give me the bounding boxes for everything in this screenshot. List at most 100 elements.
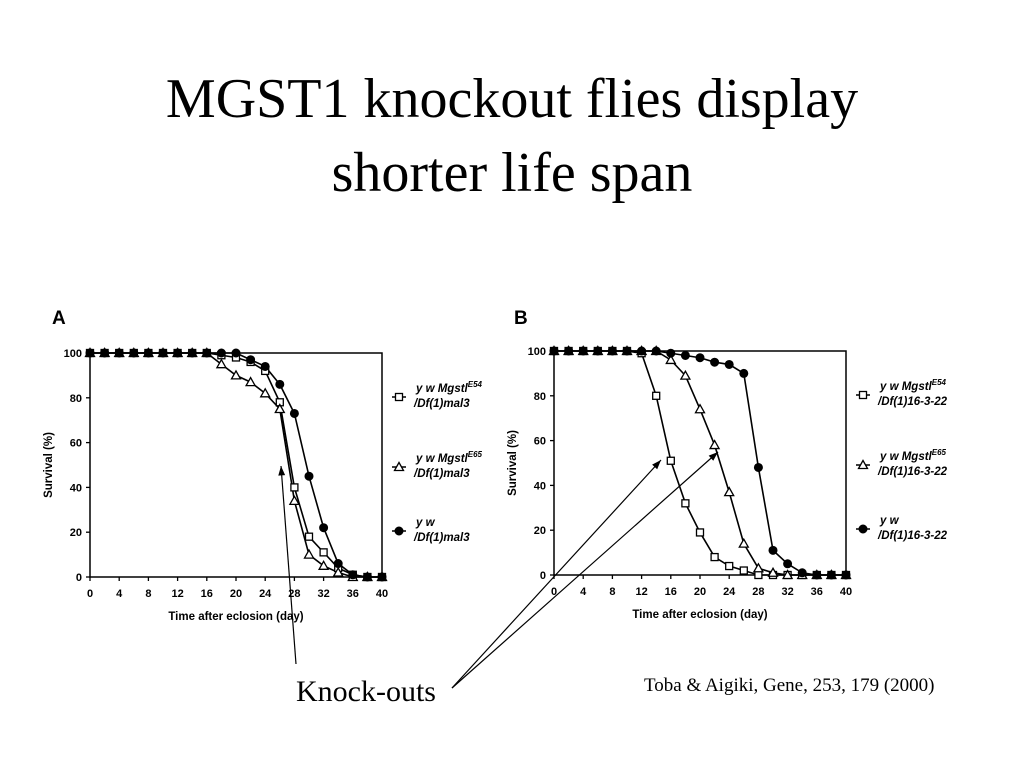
data-point-a-e54 bbox=[304, 532, 314, 541]
x-tick-label-a: 40 bbox=[376, 588, 388, 600]
data-point-b-control bbox=[841, 570, 851, 580]
legend-square-marker-b bbox=[858, 390, 868, 400]
data-point-b-control bbox=[695, 353, 705, 363]
data-point-b-e65 bbox=[679, 369, 692, 380]
x-tick-label-a: 24 bbox=[259, 588, 272, 600]
data-point-b-control bbox=[812, 570, 822, 580]
y-tick-label-b: 0 bbox=[540, 570, 546, 582]
legend-deficiency-b-control: /Df(1)16-3-22 bbox=[877, 530, 948, 542]
annotation-arrowhead bbox=[652, 460, 661, 470]
legend-genotype-a-control: y w bbox=[415, 517, 436, 529]
data-point-b-e54 bbox=[681, 499, 690, 508]
data-point-b-control bbox=[739, 368, 749, 378]
data-point-b-e65 bbox=[781, 569, 794, 580]
data-point-b-e65 bbox=[708, 439, 721, 450]
data-point-a-control bbox=[114, 348, 124, 358]
annotation-arrow-line bbox=[451, 451, 719, 689]
legend-triangle-marker-b bbox=[857, 459, 869, 470]
data-point-b-control bbox=[797, 568, 807, 578]
x-tick-label-b: 16 bbox=[665, 586, 677, 598]
data-point-b-control bbox=[710, 357, 720, 367]
data-point-b-e54 bbox=[666, 456, 675, 465]
x-tick-label-a: 36 bbox=[347, 588, 359, 600]
legend-genotype-b-control: y w bbox=[879, 515, 900, 527]
data-point-a-control bbox=[377, 572, 387, 582]
x-tick-label-b: 12 bbox=[635, 586, 647, 598]
x-tick-label-a: 4 bbox=[116, 588, 123, 600]
data-point-a-control bbox=[129, 348, 139, 358]
plot-frame-a bbox=[89, 352, 383, 578]
x-tick-label-a: 16 bbox=[201, 588, 213, 600]
data-point-b-control bbox=[578, 346, 588, 356]
data-point-b-control bbox=[666, 348, 676, 358]
x-axis-label-b: Time after eclosion (day) bbox=[632, 609, 767, 621]
x-tick-label-b: 36 bbox=[811, 586, 823, 598]
data-point-b-control bbox=[549, 346, 559, 356]
legend-deficiency-a-e54: /Df(1)mal3 bbox=[413, 398, 470, 410]
data-point-b-e65 bbox=[752, 562, 765, 573]
legend-allele-superscript-b-e54: E54 bbox=[932, 378, 947, 387]
data-point-a-control bbox=[216, 348, 226, 358]
x-tick-label-a: 12 bbox=[171, 588, 183, 600]
data-point-a-control bbox=[202, 348, 212, 358]
y-tick-label-b: 60 bbox=[534, 436, 546, 448]
series-line-b-e54 bbox=[554, 350, 846, 576]
data-point-a-control bbox=[304, 471, 314, 481]
legend-allele-superscript-a-e54: E54 bbox=[468, 380, 483, 389]
legend-circle-marker-b bbox=[858, 524, 868, 534]
x-tick-label-b: 8 bbox=[609, 586, 615, 598]
y-tick-label-b: 100 bbox=[528, 346, 546, 358]
y-tick-label-b: 80 bbox=[534, 391, 546, 403]
data-point-a-e65 bbox=[215, 358, 228, 369]
x-tick-label-b: 32 bbox=[781, 586, 793, 598]
data-point-a-e65 bbox=[230, 369, 242, 380]
annotation-arrowhead bbox=[278, 466, 286, 476]
citation: Toba & Aigiki, Gene, 253, 179 (2000) bbox=[644, 675, 935, 696]
data-point-a-control bbox=[260, 361, 270, 371]
data-point-b-e54 bbox=[725, 561, 734, 571]
data-point-b-e54 bbox=[739, 566, 748, 575]
data-point-a-control bbox=[333, 559, 343, 569]
data-point-b-control bbox=[753, 462, 763, 472]
data-point-b-e65 bbox=[723, 486, 735, 497]
data-point-a-control bbox=[143, 348, 153, 358]
y-tick-label-a: 20 bbox=[70, 527, 82, 539]
data-point-b-e54 bbox=[652, 391, 661, 400]
y-axis-label-b: Survival (%) bbox=[507, 430, 519, 496]
data-point-b-e54 bbox=[710, 552, 719, 562]
x-tick-label-b: 4 bbox=[580, 586, 587, 598]
data-point-a-control bbox=[173, 348, 183, 358]
data-point-a-control bbox=[158, 348, 168, 358]
legend-genotype-a-e54: y w MgstlE54 bbox=[415, 380, 483, 395]
data-point-b-control bbox=[622, 346, 632, 356]
legend-deficiency-a-control: /Df(1)mal3 bbox=[413, 532, 470, 544]
data-point-b-control bbox=[564, 346, 574, 356]
legend-genotype-b-e54: y w MgstlE54 bbox=[879, 378, 947, 393]
series-line-a-e65 bbox=[90, 352, 382, 578]
data-point-b-control bbox=[680, 350, 690, 360]
data-point-a-control bbox=[319, 523, 329, 533]
x-tick-label-a: 0 bbox=[87, 588, 93, 600]
data-point-b-e54 bbox=[754, 570, 763, 580]
data-point-b-e65 bbox=[665, 354, 677, 365]
data-point-b-control bbox=[651, 346, 661, 356]
data-point-a-control bbox=[275, 379, 285, 389]
data-point-b-control bbox=[826, 570, 836, 580]
knock-outs-annotation: Knock-outs bbox=[296, 675, 436, 708]
data-point-a-control bbox=[362, 572, 372, 582]
data-point-a-e54 bbox=[290, 483, 299, 492]
annotation-arrowhead bbox=[708, 452, 718, 461]
data-point-a-e54 bbox=[319, 548, 328, 557]
panel-label-b: B bbox=[514, 308, 528, 329]
x-tick-label-b: 20 bbox=[694, 586, 706, 598]
data-point-a-e65 bbox=[303, 548, 315, 559]
data-point-a-e65 bbox=[244, 376, 257, 387]
data-point-b-control bbox=[607, 346, 617, 356]
data-point-b-control bbox=[637, 346, 647, 356]
data-point-a-control bbox=[246, 355, 256, 365]
data-point-b-e65 bbox=[767, 566, 779, 577]
data-point-a-e65 bbox=[259, 387, 271, 398]
data-point-b-control bbox=[768, 545, 778, 555]
legend-deficiency-b-e65: /Df(1)16-3-22 bbox=[877, 466, 948, 478]
